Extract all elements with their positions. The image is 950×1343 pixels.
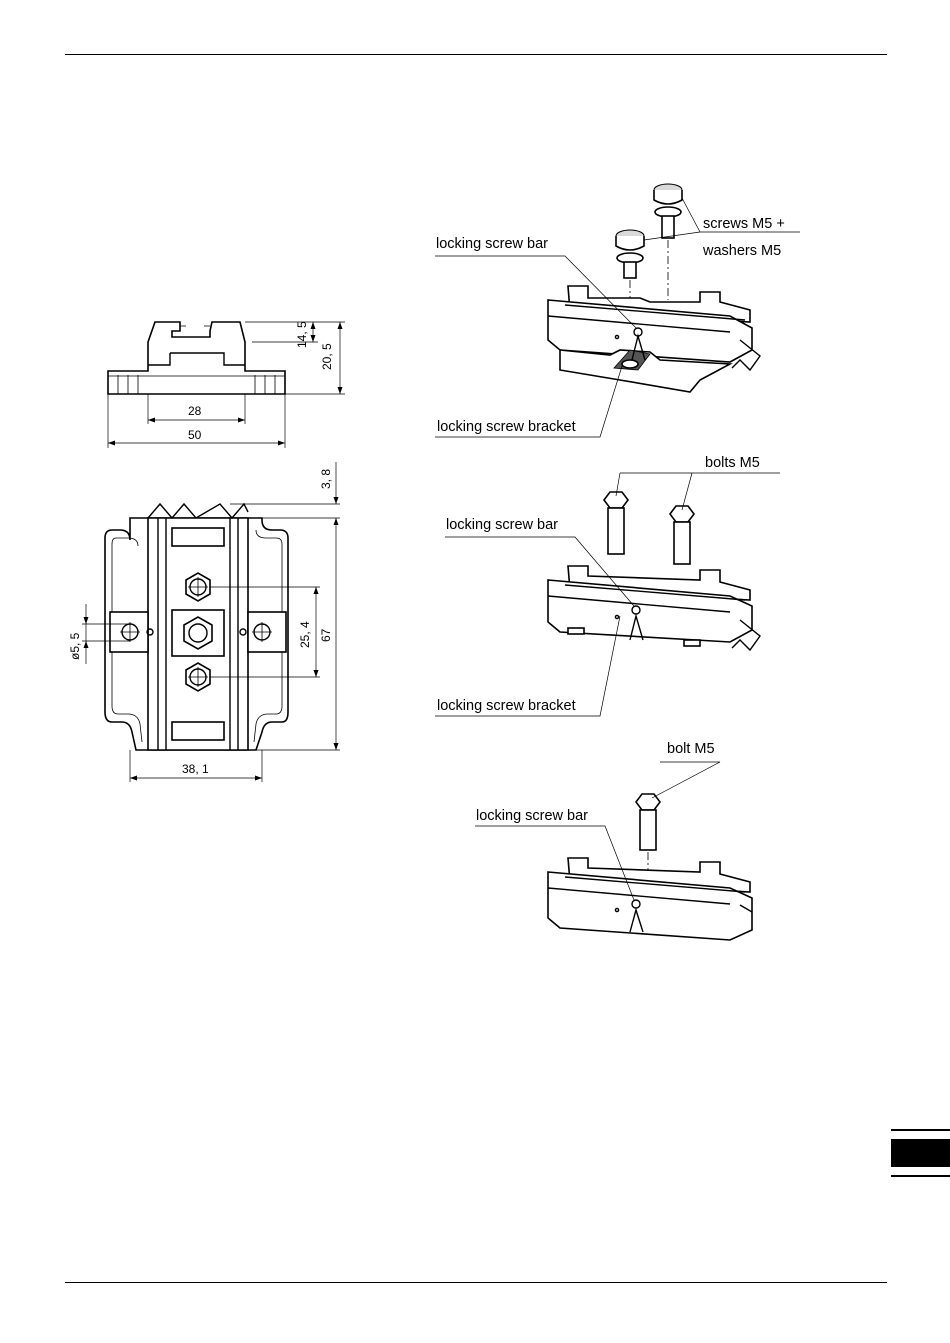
label-bolts: bolts M5	[705, 455, 760, 471]
label-washers: washers M5	[702, 243, 781, 259]
top-view	[105, 504, 288, 750]
dim-base-width: 38, 1	[182, 762, 209, 776]
dim-side-height-total: 20, 5	[320, 343, 334, 370]
dim-length-total: 67	[319, 628, 333, 642]
dim-width-inner: 28	[188, 404, 202, 418]
iso-assembly-bolts	[548, 492, 760, 650]
bolt-head-2	[670, 506, 694, 522]
label-locking-screw-bracket-2: locking screw bracket	[437, 698, 576, 714]
label-locking-screw-bracket-1: locking screw bracket	[437, 419, 576, 435]
label-locking-screw-bar-1: locking screw bar	[436, 236, 548, 252]
front-view-outline	[108, 322, 285, 394]
label-screws: screws M5 +	[703, 216, 785, 232]
top-view-teeth	[148, 504, 248, 518]
bolt-shank-3	[640, 810, 656, 850]
dim-hole-diameter: ø5, 5	[68, 632, 82, 660]
dim-side-height-inner: 14, 5	[295, 321, 309, 348]
dim-tooth-height: 3, 8	[319, 469, 333, 489]
bolt-shank-1	[608, 508, 624, 554]
dim-width-total: 50	[188, 428, 202, 442]
front-view	[108, 322, 285, 394]
top-view-slot-bottom	[172, 722, 224, 740]
screw-shank-1	[662, 216, 674, 238]
label-locking-screw-bar-2: locking screw bar	[446, 517, 558, 533]
hex-nut-center	[184, 617, 212, 649]
top-view-slot-top	[172, 528, 224, 546]
bolt-head-3	[636, 794, 660, 810]
label-locking-screw-bar-3: locking screw bar	[476, 808, 588, 824]
bolt-shank-2	[674, 522, 690, 564]
dim-hole-spacing: 25, 4	[298, 621, 312, 648]
label-bolt: bolt M5	[667, 741, 715, 757]
screw-shank-2	[624, 262, 636, 278]
